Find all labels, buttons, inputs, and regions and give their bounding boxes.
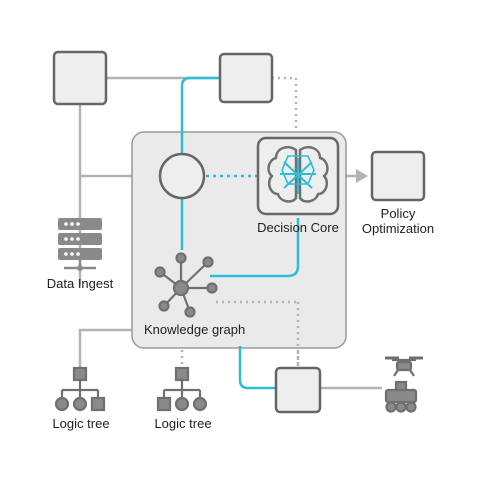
network-graph-icon [154, 252, 218, 318]
accent-connectors [180, 76, 300, 390]
policy-label-line1: Policy [380, 206, 416, 221]
logic-tree-label-2: Logic tree [154, 416, 212, 431]
drone-icon [385, 356, 423, 377]
data-ingest-label: Data Ingest [46, 276, 114, 291]
decision-core-label: Decision Core [257, 220, 339, 235]
dotted-top-right [272, 76, 298, 132]
arrow-head-policy [356, 169, 368, 183]
node-box-top-center [218, 52, 274, 104]
accent-hub-to-top [180, 76, 220, 155]
node-box-policy [370, 150, 426, 202]
rover-icon [384, 380, 418, 413]
node-box-top-left [52, 50, 108, 106]
knowledge-graph-label: Knowledge graph [144, 322, 246, 337]
connector-logic-tree-1 [78, 328, 132, 368]
accent-kg-to-core [210, 218, 300, 278]
hub-circle [158, 152, 206, 200]
brain-icon [267, 146, 329, 203]
tree-icon [54, 366, 106, 412]
tree-icon [156, 366, 208, 412]
server-rack-icon [58, 218, 102, 271]
node-box-bottom [274, 366, 322, 414]
policy-label-line2: Optimization [361, 221, 435, 236]
logic-tree-label-1: Logic tree [52, 416, 110, 431]
accent-to-bottom-box [238, 346, 276, 390]
